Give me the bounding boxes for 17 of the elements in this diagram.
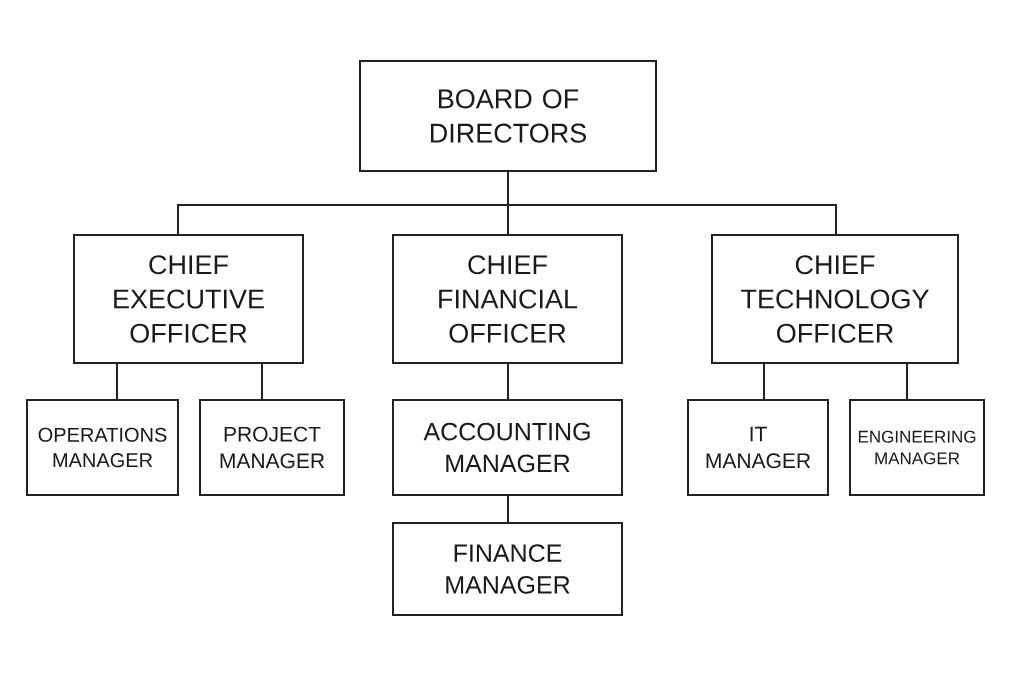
role-box: PROJECT MANAGER <box>199 399 345 496</box>
role-box: OPERATIONS MANAGER <box>26 399 179 496</box>
role-box: CHIEF FINANCIAL OFFICER <box>392 234 623 364</box>
role-box: ACCOUNTING MANAGER <box>392 399 623 496</box>
connector-line <box>763 363 765 400</box>
role-box: CHIEF TECHNOLOGY OFFICER <box>711 234 959 364</box>
role-box: BOARD OF DIRECTORS <box>359 60 657 172</box>
role-box: FINANCE MANAGER <box>392 522 623 616</box>
role-box: ENGINEERING MANAGER <box>849 399 985 496</box>
connector-line <box>261 363 263 400</box>
connector-line <box>116 363 118 400</box>
role-box: IT MANAGER <box>687 399 829 496</box>
connector-line <box>507 495 509 523</box>
connector-line <box>507 171 837 235</box>
connector-line <box>906 363 908 400</box>
connector-line <box>507 363 509 400</box>
role-box: CHIEF EXECUTIVE OFFICER <box>73 234 304 364</box>
